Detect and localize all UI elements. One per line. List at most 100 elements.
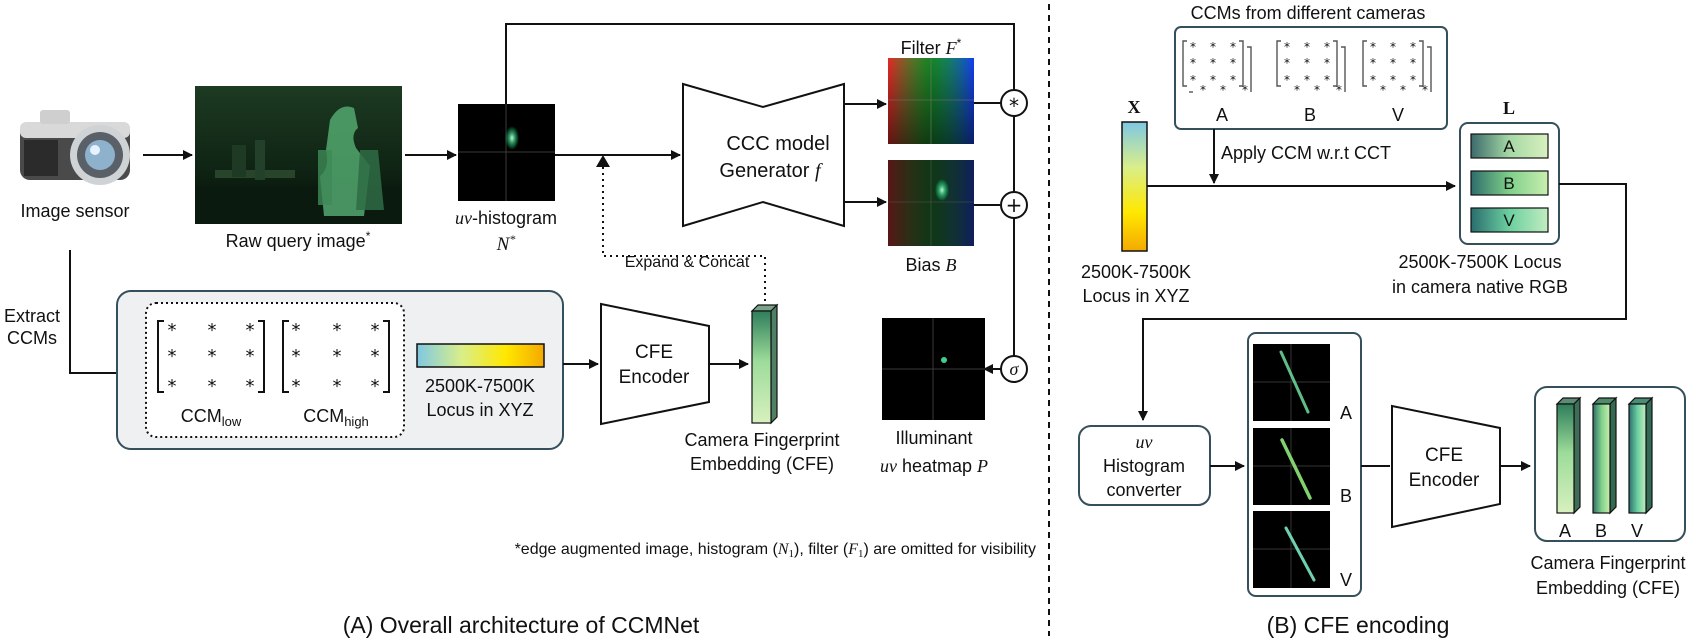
svg-text:*: *: [371, 376, 380, 397]
panel-a-title: (A) Overall architecture of CCMNet: [343, 612, 700, 638]
svg-text:*: *: [1324, 56, 1330, 70]
cfe-encoder-b-line1: CFE: [1425, 445, 1463, 466]
svg-text:*: *: [1314, 83, 1320, 97]
cfe-bar-a: [1555, 396, 1582, 515]
svg-text:*: *: [1210, 56, 1216, 70]
locus-rgb-line2: in camera native RGB: [1392, 277, 1568, 297]
filter-label: Filter F*: [901, 36, 962, 58]
svg-text:*: *: [1390, 73, 1396, 87]
locus-xyz-line1: 2500K-7500K: [1081, 262, 1191, 282]
l-symbol: L: [1503, 98, 1515, 118]
filter-image: [888, 58, 974, 144]
x-symbol: X: [1128, 97, 1141, 117]
svg-text:*: *: [1370, 56, 1376, 70]
svg-text:*: *: [1284, 40, 1290, 54]
uv-heatmap-image: [882, 318, 985, 420]
cfe-bar-v-label: V: [1631, 521, 1643, 541]
svg-text:*: *: [1324, 73, 1330, 87]
extract-line1: Extract: [4, 306, 60, 326]
svg-text:*: *: [1009, 94, 1019, 118]
apply-ccm-label: Apply CCM w.r.t CCT: [1221, 143, 1391, 163]
svg-text:*: *: [208, 320, 217, 341]
svg-text:*: *: [292, 376, 301, 397]
svg-text:*: *: [1230, 40, 1236, 54]
cfe-bar-a-label: A: [1559, 521, 1571, 541]
svg-text:*: *: [1390, 40, 1396, 54]
cfe-encoder-b-block: [1391, 404, 1501, 529]
svg-text:+: +: [1006, 193, 1023, 217]
svg-text:*: *: [168, 320, 177, 341]
svg-text:*: *: [1422, 83, 1428, 97]
locus-rgb-label-v: V: [1503, 211, 1515, 230]
svg-text:*: *: [208, 376, 217, 397]
svg-text:*: *: [371, 320, 380, 341]
svg-text:*: *: [1304, 56, 1310, 70]
locus-xyz-bar: [1121, 121, 1148, 252]
cfe-bar-v: [1627, 396, 1654, 515]
svg-text:*: *: [1190, 56, 1196, 70]
cfe-encoder-line2: Encoder: [619, 367, 690, 388]
svg-text:*: *: [168, 346, 177, 367]
svg-text:*: *: [208, 346, 217, 367]
svg-text:*: *: [1410, 73, 1416, 87]
locus-rgb-bar-a: [1470, 133, 1549, 159]
svg-text:*: *: [1370, 40, 1376, 54]
uv-histogram-label: uv-histogram: [455, 208, 557, 228]
svg-text:*: *: [1242, 83, 1248, 97]
extract-line2: CCMs: [7, 328, 57, 348]
generator-line2: Generator f: [719, 160, 823, 182]
cfe-encoder-block: [600, 302, 710, 426]
svg-text:*: *: [333, 320, 342, 341]
ccms-title: CCMs from different cameras: [1191, 3, 1426, 23]
svg-text:*: *: [1400, 83, 1406, 97]
svg-text:*: *: [246, 346, 255, 367]
ccm-high-label: CCMhigh: [303, 406, 369, 429]
svg-text:*: *: [292, 320, 301, 341]
cfe-encoder-b-line2: Encoder: [1409, 470, 1480, 491]
svg-text:*: *: [333, 346, 342, 367]
converter-line1: Histogram: [1103, 456, 1185, 476]
ccm-high-entries: *** *** ***: [292, 320, 380, 397]
cfe-b-label-line2: Embedding (CFE): [1536, 578, 1680, 598]
svg-text:*: *: [1210, 73, 1216, 87]
raw-query-image: [195, 86, 402, 224]
svg-text:*: *: [1230, 73, 1236, 87]
svg-text:*: *: [1336, 83, 1342, 97]
sigma-operator: σ: [1000, 355, 1028, 383]
svg-text:*: *: [1190, 40, 1196, 54]
ccm-high-matrix: [282, 320, 390, 393]
locus-rgb-line1: 2500K-7500K Locus: [1398, 252, 1561, 272]
locus-line2: Locus in XYZ: [426, 400, 533, 420]
add-operator: +: [1000, 191, 1028, 219]
svg-text:*: *: [1210, 40, 1216, 54]
cfe-bar-b: [1591, 396, 1618, 515]
locus-rgb-bar-v: [1470, 207, 1549, 233]
ccm-dotted-box: [145, 302, 405, 438]
expand-concat-label: Expand & Concat: [625, 254, 750, 271]
ccm-matrix-b: *** *** *** ***: [1276, 40, 1346, 97]
histogram-a-label: A: [1340, 403, 1352, 423]
ccm-camera-a-label: A: [1216, 105, 1228, 125]
locus-xyz-line2: Locus in XYZ: [1082, 286, 1189, 306]
svg-text:*: *: [1284, 56, 1290, 70]
histogram-b-image: [1253, 428, 1330, 505]
heatmap-label: uv heatmap P: [880, 456, 988, 476]
svg-text:*: *: [246, 376, 255, 397]
svg-text:*: *: [1380, 83, 1386, 97]
locus-line1: 2500K-7500K: [425, 376, 535, 396]
locus-rgb-label-b: B: [1503, 174, 1514, 193]
ccm-low-label: CCMlow: [181, 406, 242, 429]
illuminant-label: Illuminant: [895, 428, 972, 448]
svg-text:*: *: [1390, 56, 1396, 70]
locus-rgb-label-a: A: [1503, 137, 1515, 156]
camera-icon: [20, 110, 130, 185]
svg-text:*: *: [371, 346, 380, 367]
cfe-label-line2: Embedding (CFE): [690, 454, 834, 474]
ccm-camera-v-label: V: [1392, 105, 1404, 125]
svg-text:σ: σ: [1010, 359, 1020, 379]
svg-text:*: *: [1230, 56, 1236, 70]
panel-b-title: (B) CFE encoding: [1267, 612, 1450, 638]
svg-text:*: *: [1410, 40, 1416, 54]
cfe-bar-b-label: B: [1595, 521, 1607, 541]
